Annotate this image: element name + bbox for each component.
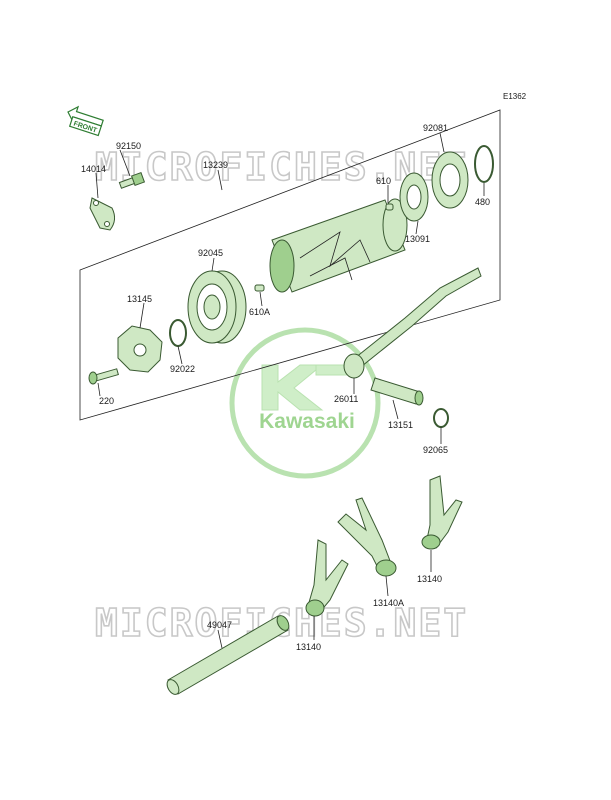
label-13239: 13239: [203, 160, 228, 170]
label-92045: 92045: [198, 248, 223, 258]
label-92022: 92022: [170, 364, 195, 374]
label-26011: 26011: [334, 394, 358, 404]
part-49047-fork-rod: [166, 615, 290, 695]
part-13239-shift-drum: [269, 198, 408, 293]
label-13145: 13145: [127, 294, 152, 304]
part-13091-cam: [399, 172, 429, 222]
label-92150: 92150: [116, 141, 141, 151]
kawasaki-logo-watermark: Kawasaki: [229, 327, 381, 479]
part-480-circlip: [474, 145, 494, 183]
part-92045-bearing: [187, 270, 247, 344]
part-13140a-fork-middle: [337, 497, 397, 577]
part-26011-shift-rod: [343, 267, 482, 379]
kawasaki-logo-text: Kawasaki: [259, 410, 355, 433]
part-92022-washer: [169, 319, 187, 347]
label-13140a: 13140A: [373, 598, 404, 608]
diagram-code: E1362: [503, 92, 527, 101]
part-610-pin: [385, 203, 394, 211]
label-13151: 13151: [388, 420, 413, 430]
label-610: 610: [376, 176, 391, 186]
part-13145-holder: [117, 325, 163, 373]
label-220: 220: [99, 396, 114, 406]
label-92081: 92081: [423, 123, 448, 133]
part-92150-bolt: [118, 171, 146, 189]
label-14014: 14014: [81, 164, 106, 174]
label-13140-right: 13140: [417, 574, 442, 584]
part-92081-gear: [431, 151, 469, 209]
part-13140-fork-left: [305, 539, 349, 617]
label-92065: 92065: [423, 445, 448, 455]
part-610a-pin: [254, 284, 265, 292]
label-13091: 13091: [405, 234, 430, 244]
part-13140-fork-right: [421, 475, 463, 550]
front-direction-icon: FRONT: [67, 105, 104, 137]
label-13140-left: 13140: [296, 642, 321, 652]
part-220-screw: [88, 368, 119, 385]
label-610a: 610A: [249, 307, 270, 317]
label-49047: 49047: [207, 620, 232, 630]
leader-lines: [95, 132, 485, 649]
part-13151-shaft: [370, 377, 424, 406]
part-14014-stopper: [89, 197, 116, 231]
label-480: 480: [475, 197, 490, 207]
drum-group-outline: [79, 109, 501, 421]
part-92065-washer: [433, 408, 449, 428]
